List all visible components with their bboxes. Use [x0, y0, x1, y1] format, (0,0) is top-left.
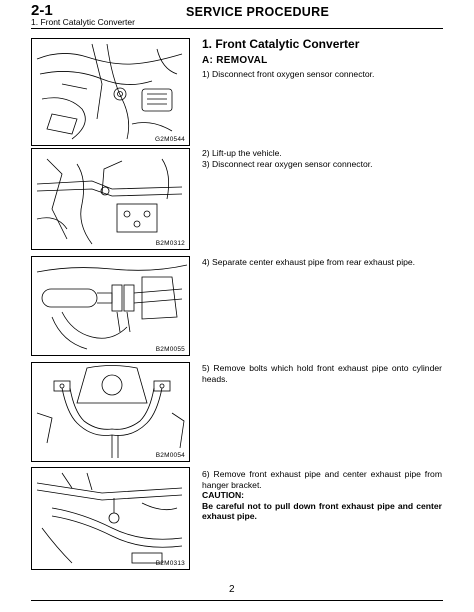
- section-number: 2-1: [31, 2, 53, 19]
- figure-code: B2M0313: [155, 560, 185, 567]
- figure-code: B2M0312: [155, 240, 185, 247]
- figure-rear-oxygen-sensor: B2M0312: [31, 148, 190, 250]
- footer-rule: [31, 600, 443, 601]
- caution-label: CAUTION:: [202, 490, 245, 500]
- step-block-4: 5) Remove bolts which hold front exhaust…: [202, 363, 442, 384]
- caution-text: Be careful not to pull down front exhaus…: [202, 500, 442, 522]
- step-3: 3) Disconnect rear oxygen sensor connect…: [202, 158, 373, 169]
- section-subtitle: 1. Front Catalytic Converter: [31, 17, 135, 27]
- figure-hanger-bracket: B2M0313: [31, 467, 190, 570]
- illustration-hanger-bracket: [36, 472, 183, 564]
- figure-center-exhaust-pipe: B2M0055: [31, 256, 190, 356]
- illustration-cylinder-heads: [36, 365, 185, 458]
- section-title: 1. Front Catalytic Converter: [202, 37, 360, 51]
- step-block-1: 1) Disconnect front oxygen sensor connec…: [202, 69, 442, 80]
- illustration-exhaust-pipe-joint: [36, 264, 188, 350]
- step-block-5: 6) Remove front exhaust pipe and center …: [202, 469, 442, 522]
- step-2: 2) Lift-up the vehicle.: [202, 148, 282, 158]
- step-5: 5) Remove bolts which hold front exhaust…: [202, 363, 442, 384]
- header-rule: [31, 28, 443, 29]
- step-1: 1) Disconnect front oxygen sensor connec…: [202, 69, 375, 79]
- figure-code: B2M0055: [155, 346, 185, 353]
- figure-front-oxygen-sensor: G2M0544: [31, 38, 190, 146]
- step-block-3: 4) Separate center exhaust pipe from rea…: [202, 257, 442, 268]
- step-block-2: 2) Lift-up the vehicle. 3) Disconnect re…: [202, 148, 442, 169]
- step-4: 4) Separate center exhaust pipe from rea…: [202, 257, 416, 267]
- illustration-engine-bay: [36, 43, 183, 140]
- procedure-title: SERVICE PROCEDURE: [186, 5, 330, 19]
- page-number: 2: [229, 584, 235, 595]
- subsection-title: A: REMOVAL: [202, 55, 268, 66]
- illustration-underbody: [36, 158, 183, 245]
- step-6: 6) Remove front exhaust pipe and center …: [202, 469, 442, 490]
- figure-front-exhaust-pipe-bolts: B2M0054: [31, 362, 190, 462]
- figure-code: B2M0054: [155, 452, 185, 459]
- figure-code: G2M0544: [155, 136, 185, 143]
